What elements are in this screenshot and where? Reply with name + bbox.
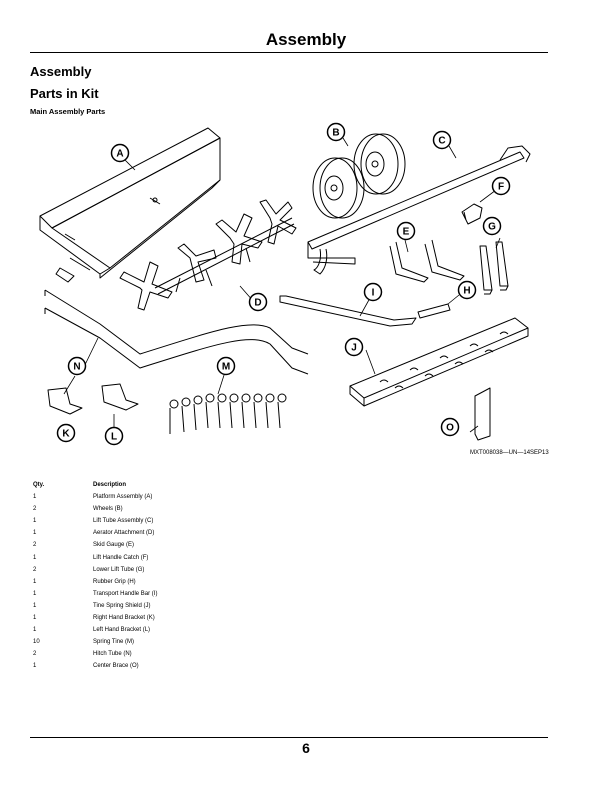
description-cell: Aerator Attachment (D) xyxy=(93,530,155,537)
description-cell: Right Hand Bracket (K) xyxy=(93,615,155,622)
description-cell: Lift Tube Assembly (C) xyxy=(93,518,154,525)
transport-handle-bar-part xyxy=(279,295,417,327)
hitch-tube-part xyxy=(44,289,309,375)
description-header: Description xyxy=(93,482,127,488)
description-cell: Hitch Tube (N) xyxy=(93,651,132,658)
callout-k: K xyxy=(62,429,70,440)
qty-cell: 1 xyxy=(33,602,37,609)
lift-handle-catch-part xyxy=(461,203,483,225)
parts-diagram: A B C F E G D I H J M N K L O xyxy=(39,122,531,446)
callout-f: F xyxy=(498,182,504,193)
lower-lift-tube-part xyxy=(479,241,509,295)
aerator-attachment-part xyxy=(119,199,297,311)
qty-header: Qty. xyxy=(33,482,45,488)
qty-cell: 2 xyxy=(33,651,37,658)
footer-rule xyxy=(30,737,548,738)
qty-cell: 1 xyxy=(33,615,37,622)
qty-cell: 10 xyxy=(33,639,40,646)
qty-cell: 1 xyxy=(33,554,37,561)
qty-cell: 2 xyxy=(33,542,37,549)
tine-spring-shield-part xyxy=(349,317,529,407)
spring-tine-part xyxy=(169,393,287,434)
qty-cell: 1 xyxy=(33,530,37,537)
description-cell: Left Hand Bracket (L) xyxy=(93,627,151,634)
description-cell: Rubber Grip (H) xyxy=(93,578,136,585)
description-cell: Transport Handle Bar (I) xyxy=(93,590,158,597)
page-number: 6 xyxy=(302,740,310,756)
rubber-grip-part xyxy=(417,303,451,319)
callout-b: B xyxy=(332,128,339,139)
callout-o: O xyxy=(446,423,454,434)
right-hand-bracket-part xyxy=(47,387,83,415)
qty-cell: 2 xyxy=(33,506,37,513)
qty-cell: 1 xyxy=(33,663,37,670)
callout-h: H xyxy=(463,286,470,297)
figure-caption: MXT008038—UN—14SEP13 xyxy=(470,450,549,456)
left-hand-bracket-part xyxy=(101,383,139,411)
wheels-part xyxy=(312,133,406,219)
qty-cell: 1 xyxy=(33,627,37,634)
callout-a: A xyxy=(116,149,123,160)
subsection-title: Parts in Kit xyxy=(30,86,99,101)
description-cell: Lower Lift Tube (G) xyxy=(93,566,145,573)
qty-cell: 2 xyxy=(33,566,37,573)
callout-j: J xyxy=(351,343,357,354)
qty-cell: 1 xyxy=(33,578,37,585)
callout-l: L xyxy=(111,432,117,443)
description-cell: Platform Assembly (A) xyxy=(93,494,153,501)
description-cell: Center Brace (O) xyxy=(93,663,139,670)
platform-assembly-part xyxy=(39,127,221,283)
section-title: Assembly xyxy=(30,64,92,79)
qty-cell: 1 xyxy=(33,590,37,597)
description-cell: Skid Gauge (E) xyxy=(93,542,135,549)
center-brace-part xyxy=(474,387,491,441)
qty-cell: 1 xyxy=(33,518,37,525)
callout-e: E xyxy=(403,227,410,238)
description-cell: Spring Tine (M) xyxy=(93,639,135,646)
skid-gauge-part xyxy=(389,239,465,283)
callout-c: C xyxy=(438,136,445,147)
callout-d: D xyxy=(254,298,261,309)
description-cell: Tine Spring Shield (J) xyxy=(93,602,151,609)
lift-tube-assembly-part xyxy=(307,145,531,275)
callout-g: G xyxy=(488,222,496,233)
callout-m: M xyxy=(222,362,230,373)
description-cell: Lift Handle Catch (F) xyxy=(93,554,149,561)
callout-n: N xyxy=(73,362,80,373)
qty-cell: 1 xyxy=(33,494,37,501)
subheading: Main Assembly Parts xyxy=(30,107,106,116)
page-header-title: Assembly xyxy=(265,30,347,49)
header-rule xyxy=(30,52,548,53)
callout-i: I xyxy=(372,288,375,299)
description-cell: Wheels (B) xyxy=(93,506,123,513)
